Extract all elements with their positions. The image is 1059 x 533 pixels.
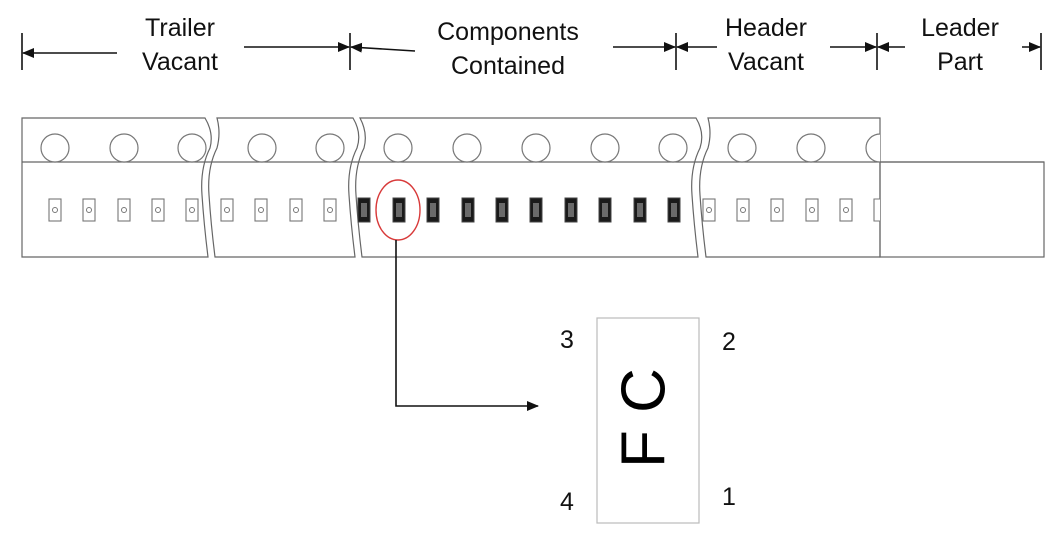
empty-pocket: [839, 198, 853, 222]
sprocket-hole: [315, 133, 345, 163]
component-chip: [564, 197, 578, 223]
callout-arrow: [395, 240, 539, 411]
highlight-circle: [375, 179, 421, 241]
sprocket-hole: [247, 133, 277, 163]
empty-pocket: [770, 198, 784, 222]
component-chip: [357, 197, 371, 223]
sprocket-hole: [383, 133, 413, 163]
tape-segment-trailer-1: [21, 117, 212, 258]
sprocket-hole: [452, 133, 482, 163]
header-label-line1: Header: [725, 14, 807, 42]
sprocket-hole: [177, 133, 207, 163]
empty-pocket: [289, 198, 303, 222]
component-chip: [461, 197, 475, 223]
sprocket-hole: [109, 133, 139, 163]
component-chip: [392, 197, 406, 223]
sprocket-hole: [796, 133, 826, 163]
sprocket-hole: [40, 133, 70, 163]
tape-segment-components: [355, 117, 703, 258]
empty-pocket: [323, 198, 337, 222]
component-marking: F C: [609, 368, 678, 468]
component-chip: [495, 197, 509, 223]
sprocket-hole: [658, 133, 688, 163]
leader-label-line1: Leader: [921, 14, 999, 42]
empty-pocket-partial: [873, 198, 880, 222]
tape-segment-leader: [879, 161, 1045, 258]
empty-pocket: [151, 198, 165, 222]
tape-segment-trailer-2: [208, 117, 360, 258]
trailer-label-line1: Trailer: [145, 14, 215, 42]
component-chip: [426, 197, 440, 223]
sprocket-hole-partial: [865, 133, 881, 163]
empty-pocket: [805, 198, 819, 222]
pin-2-label: 2: [722, 328, 736, 356]
component-zoom: F C 3 2 4 1: [560, 317, 736, 524]
component-chip: [633, 197, 647, 223]
empty-pocket: [254, 198, 268, 222]
empty-pocket: [736, 198, 750, 222]
components-label-line2: Contained: [451, 52, 565, 80]
components-arrow-left: [350, 42, 416, 53]
component-body: [596, 317, 700, 524]
component-chip: [667, 197, 681, 223]
component-chip: [529, 197, 543, 223]
trailer-label-line2: Vacant: [142, 48, 218, 76]
sprocket-hole: [521, 133, 551, 163]
sprocket-hole: [590, 133, 620, 163]
sprocket-hole: [727, 133, 757, 163]
empty-pocket: [48, 198, 62, 222]
carrier-tape: [21, 117, 1045, 258]
dimension-lines: [21, 33, 1042, 70]
components-label-line1: Components: [437, 18, 579, 46]
section-labels: Trailer Vacant Components Contained Head…: [142, 14, 999, 80]
tape-segment-header: [699, 117, 881, 258]
pin-3-label: 3: [560, 326, 574, 354]
empty-pocket: [185, 198, 199, 222]
empty-pocket: [702, 198, 716, 222]
empty-pocket: [220, 198, 234, 222]
pin-4-label: 4: [560, 488, 574, 516]
header-label-line2: Vacant: [728, 48, 804, 76]
leader-label-line2: Part: [937, 48, 983, 76]
pin-1-label: 1: [722, 483, 736, 511]
component-chip: [598, 197, 612, 223]
empty-pocket: [82, 198, 96, 222]
empty-pocket: [117, 198, 131, 222]
